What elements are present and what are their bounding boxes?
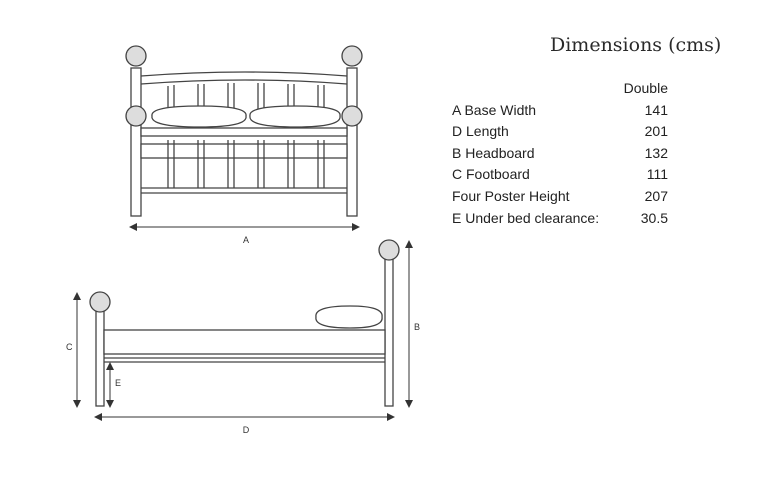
row-label: D Length bbox=[452, 123, 509, 140]
table-row: A Base Width 141 bbox=[452, 100, 672, 122]
row-value: 201 bbox=[644, 123, 668, 140]
row-value: 111 bbox=[646, 166, 668, 183]
dimension-b: B bbox=[405, 240, 420, 408]
row-value: 30.5 bbox=[640, 209, 668, 226]
column-header-double: Double bbox=[623, 80, 668, 96]
row-value: 141 bbox=[644, 101, 668, 118]
row-label: B Headboard bbox=[452, 144, 535, 161]
bed-side-view bbox=[89, 239, 400, 407]
dimension-c: C bbox=[66, 292, 81, 408]
dimension-d-label: D bbox=[243, 425, 250, 435]
row-value: 132 bbox=[644, 144, 668, 161]
row-label: C Footboard bbox=[452, 166, 530, 183]
dimension-e: E bbox=[106, 362, 121, 408]
table-row: Four Poster Height 207 bbox=[452, 186, 672, 208]
bed-front-view bbox=[125, 45, 363, 217]
table-header-row: Double bbox=[452, 78, 672, 100]
row-label: E Under bed clearance: bbox=[452, 209, 600, 226]
dimension-d: D bbox=[94, 413, 395, 435]
row-value: 207 bbox=[644, 187, 668, 204]
table-row: E Under bed clearance: 30.5 bbox=[452, 208, 672, 230]
dimension-e-label: E bbox=[115, 378, 121, 388]
row-label: A Base Width bbox=[452, 101, 537, 118]
dimensions-title: Dimensions (cms) bbox=[550, 34, 722, 56]
row-label: Four Poster Height bbox=[452, 187, 570, 204]
table-row: D Length 201 bbox=[452, 121, 672, 143]
dimension-a: A bbox=[129, 223, 360, 245]
table-row: C Footboard 111 bbox=[452, 164, 672, 186]
dimensions-table: Double A Base Width 141 D Length 201 B H… bbox=[452, 78, 672, 229]
dimension-c-label: C bbox=[66, 342, 73, 352]
dimension-b-label: B bbox=[414, 322, 420, 332]
table-row: B Headboard 132 bbox=[452, 143, 672, 165]
dimension-a-label: A bbox=[243, 235, 249, 245]
